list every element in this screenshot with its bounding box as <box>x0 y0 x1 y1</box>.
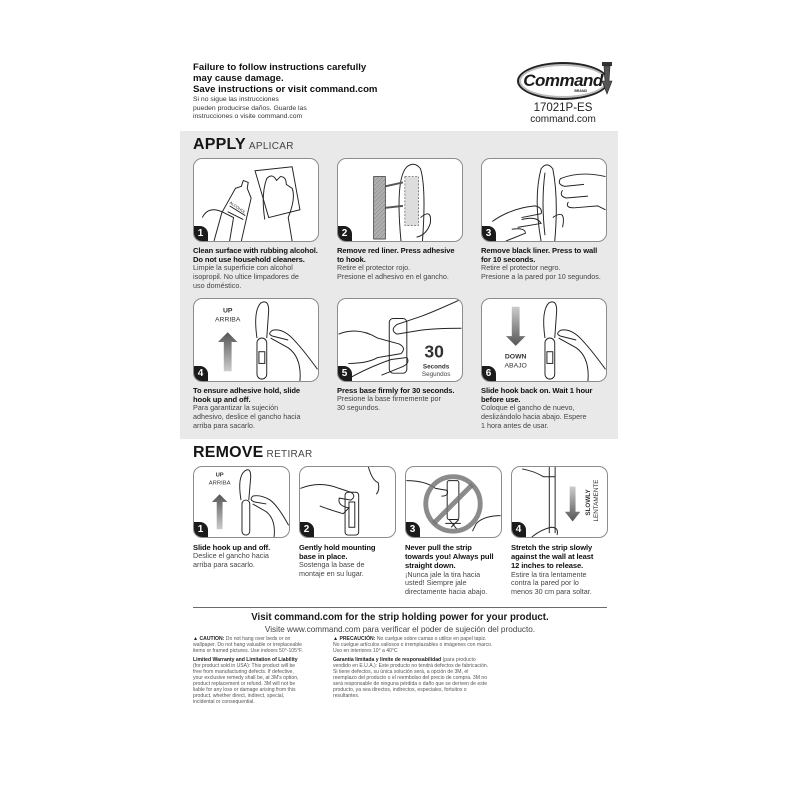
step-number-badge: 3 <box>482 226 496 241</box>
visit-english: Visit command.com for the strip holding … <box>251 612 549 623</box>
website-link: command.com <box>530 114 596 125</box>
svg-text:UP: UP <box>216 473 224 479</box>
svg-text:ALCOHOL: ALCOHOL <box>229 200 248 215</box>
precaucion-notice: ▲ PRECAUCIÓN: No cuelgue sobre camas o u… <box>333 636 493 654</box>
step-number-badge: 4 <box>512 522 526 537</box>
svg-text:DOWN: DOWN <box>505 354 527 361</box>
apply-step-6-card: DOWN ABAJO 6 <box>481 298 607 382</box>
warning-english: Failure to follow instructions carefully… <box>193 62 378 95</box>
slide-hook-up-illustration: UP ARRIBA <box>215 301 318 381</box>
hook-icon <box>601 62 613 95</box>
step-number-badge: 4 <box>194 366 208 381</box>
press-base-illustration: 30 Seconds Segundos <box>338 299 462 381</box>
warning-triangle-icon: ▲ <box>193 636 199 642</box>
svg-text:LENTAMENTE: LENTAMENTE <box>593 480 600 522</box>
apply-step-2-card: 2 <box>337 158 463 242</box>
hold-base-illustration <box>300 467 380 536</box>
slide-hook-back-illustration: DOWN ABAJO <box>504 301 606 381</box>
remove-step-2-card: 2 <box>299 466 396 538</box>
stretch-strip-illustration: SLOWLY LENTAMENTE <box>521 467 600 537</box>
warning-spanish: Si no sigue las instrucciones pueden pro… <box>193 96 307 121</box>
clean-surface-illustration: ALCOHOL <box>201 166 301 241</box>
caution-notice: ▲ CAUTION: Do not hang over beds or on w… <box>193 636 303 654</box>
svg-text:ARRIBA: ARRIBA <box>209 481 231 487</box>
logo-wordmark: Command <box>523 71 603 90</box>
step-number-badge: 6 <box>482 366 496 381</box>
footer-divider <box>193 607 607 608</box>
garantia-notice: Garantía limitada y límite de responsabi… <box>333 657 489 699</box>
do-not-pull-illustration <box>406 474 501 534</box>
model-number: 17021P-ES <box>533 102 593 114</box>
visit-spanish: Visite www.command.com para verificar el… <box>264 625 536 634</box>
command-logo: Command BRAND 17021P-ES command.com <box>513 62 613 125</box>
apply-step-3-card: 3 <box>481 158 607 242</box>
apply-step-5-card: 30 Seconds Segundos 5 <box>337 298 463 382</box>
step-number-badge: 1 <box>194 226 208 241</box>
warning-triangle-icon: ▲ <box>333 636 339 642</box>
step-number-badge: 3 <box>406 522 420 537</box>
step-number-badge: 2 <box>300 522 314 537</box>
apply-step-1-card: ALCOHOL 1 <box>193 158 319 242</box>
press-to-wall-illustration <box>491 164 606 241</box>
step-number-badge: 5 <box>338 366 352 381</box>
apply-step-5-caption: Press base firmly for 30 seconds. Presio… <box>337 386 455 412</box>
apply-step-1-caption: Clean surface with rubbing alcohol.Do no… <box>193 246 318 290</box>
header: Failure to follow instructions carefully… <box>193 62 613 128</box>
slide-hook-up-illustration: UP ARRIBA <box>209 469 289 537</box>
svg-text:SLOWLY: SLOWLY <box>585 488 592 515</box>
step-number-badge: 2 <box>338 226 352 241</box>
remove-step-3-card: 3 <box>405 466 502 538</box>
legal-english: ▲ CAUTION: Do not hang over beds or on w… <box>193 636 305 708</box>
svg-text:Seconds: Seconds <box>423 363 450 370</box>
remove-step-1-caption: Slide hook up and off. Deslice el gancho… <box>193 543 271 569</box>
svg-text:ABAJO: ABAJO <box>504 362 526 369</box>
remove-step-1-card: UP ARRIBA 1 <box>193 466 290 538</box>
step-number-badge: 1 <box>194 522 208 537</box>
warranty-notice: Limited Warranty and Limitation of Liabi… <box>193 657 299 705</box>
svg-text:ARRIBA: ARRIBA <box>215 316 241 323</box>
apply-step-4-card: UP ARRIBA 4 <box>193 298 319 382</box>
legal-spanish: ▲ PRECAUCIÓN: No cuelgue sobre camas o u… <box>333 636 493 702</box>
svg-text:30: 30 <box>424 342 444 362</box>
svg-text:Segundos: Segundos <box>422 371 451 378</box>
remove-step-4-card: SLOWLY LENTAMENTE 4 <box>511 466 608 538</box>
svg-text:UP: UP <box>223 308 233 315</box>
remove-red-liner-illustration <box>373 163 432 241</box>
